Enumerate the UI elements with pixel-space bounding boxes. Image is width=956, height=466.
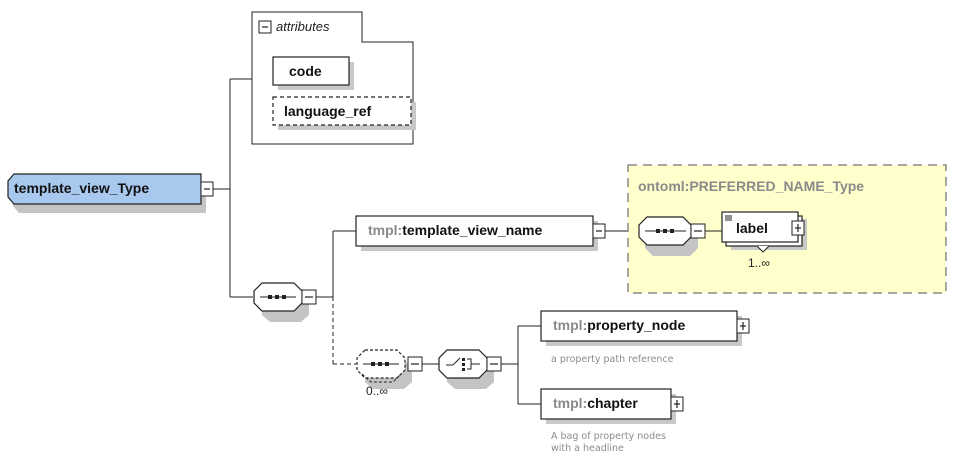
chapter-doc-line-2: with a headline: [551, 443, 624, 454]
label-element-box[interactable]: [721, 211, 799, 243]
property-node-doc: a property path reference: [551, 354, 674, 365]
namespace-prefix: tmpl:: [553, 317, 588, 333]
chapter-doc-line-1: A bag of property nodes: [551, 431, 666, 442]
attr-code-label: code: [289, 63, 322, 79]
namespace-prefix: tmpl:: [553, 395, 588, 411]
template-view-name-label: tmpl:template_view_name: [368, 222, 542, 238]
property-node-label: tmpl:property_node: [553, 317, 685, 333]
attr-language-ref-label: language_ref: [284, 103, 372, 119]
chapter-label: tmpl:chapter: [553, 395, 638, 411]
namespace-prefix: tmpl:: [368, 222, 403, 238]
label-occurs: 1..∞: [748, 256, 770, 270]
root-element-box[interactable]: [7, 173, 202, 205]
preferred-name-type-title: ontoml:PREFERRED_NAME_Type: [638, 178, 865, 194]
element-name: template_view_name: [402, 222, 543, 238]
attr-language-ref-box[interactable]: [272, 96, 412, 126]
label-element-label: label: [736, 220, 768, 236]
property-node-box[interactable]: [540, 310, 738, 342]
element-name: property_node: [587, 317, 686, 333]
attributes-header: attributes: [276, 19, 330, 34]
element-name: chapter: [587, 395, 638, 411]
template-view-name-box[interactable]: [355, 215, 594, 247]
root-element-label: template_view_Type: [14, 180, 150, 196]
attr-code-box[interactable]: [272, 56, 350, 86]
chapter-box[interactable]: [540, 388, 672, 420]
optional-sequence-occurs: 0..∞: [366, 384, 388, 398]
